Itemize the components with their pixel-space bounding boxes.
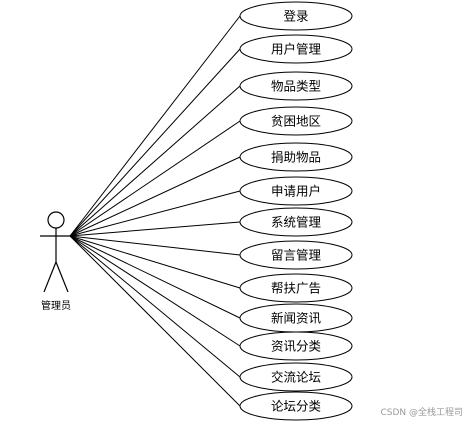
watermark: CSDN @全栈工程司	[380, 408, 463, 418]
actor-label: 管理员	[41, 299, 71, 312]
use-case-ellipse	[239, 362, 353, 392]
use-case: 帮扶广告	[239, 273, 353, 303]
stick-figure-icon	[40, 211, 72, 293]
association-line	[69, 235, 241, 407]
use-case: 资讯分类	[239, 331, 353, 361]
use-case: 留言管理	[239, 240, 353, 270]
use-case-ellipse	[239, 34, 353, 64]
use-case-label: 新闻资讯	[271, 311, 322, 326]
association-line	[69, 120, 241, 237]
association-line	[69, 15, 241, 237]
association-line	[69, 235, 241, 256]
association-line	[69, 235, 241, 289]
use-case-ellipse	[239, 106, 353, 136]
association-line	[69, 235, 241, 347]
use-case: 新闻资讯	[239, 303, 353, 333]
use-case-label: 物品类型	[271, 79, 321, 94]
use-case: 物品类型	[239, 71, 353, 101]
use-case: 系统管理	[239, 207, 353, 237]
use-case-label: 用户管理	[271, 42, 322, 57]
use-case: 用户管理	[239, 34, 353, 64]
use-cases: 登录用户管理物品类型贫困地区捐助物品申请用户系统管理留言管理帮扶广告新闻资讯资讯…	[239, 1, 353, 421]
association-line	[69, 85, 241, 237]
use-case-ellipse	[239, 142, 353, 172]
use-case-label: 帮扶广告	[271, 281, 321, 296]
use-case: 交流论坛	[239, 362, 353, 392]
association-line	[69, 190, 241, 237]
use-case-label: 申请用户	[271, 184, 321, 199]
association-line	[69, 221, 241, 237]
actor: 管理员	[40, 211, 72, 312]
use-case: 登录	[239, 1, 353, 31]
use-case: 捐助物品	[239, 142, 353, 172]
use-case-ellipse	[239, 207, 353, 237]
use-case-label: 留言管理	[271, 248, 322, 263]
use-case: 申请用户	[239, 176, 353, 206]
use-case-label: 捐助物品	[271, 150, 321, 165]
association-line	[69, 156, 241, 237]
use-case-ellipse	[239, 391, 353, 421]
association-line	[69, 48, 241, 237]
use-case-label: 登录	[283, 9, 308, 24]
association-line	[69, 235, 241, 319]
use-case-label: 交流论坛	[271, 370, 321, 385]
use-case: 贫困地区	[239, 106, 353, 136]
use-case-ellipse	[239, 331, 353, 361]
association-lines	[69, 15, 241, 407]
use-case-ellipse	[239, 71, 353, 101]
use-case-label: 论坛分类	[271, 399, 322, 414]
use-case-label: 贫困地区	[271, 114, 321, 129]
use-case-label: 系统管理	[271, 215, 322, 230]
use-case-ellipse	[239, 240, 353, 270]
use-case-label: 资讯分类	[271, 339, 322, 354]
association-line	[69, 235, 241, 378]
use-case-ellipse	[239, 273, 353, 303]
use-case-ellipse	[239, 1, 353, 31]
use-case-ellipse	[239, 176, 353, 206]
use-case: 论坛分类	[239, 391, 353, 421]
